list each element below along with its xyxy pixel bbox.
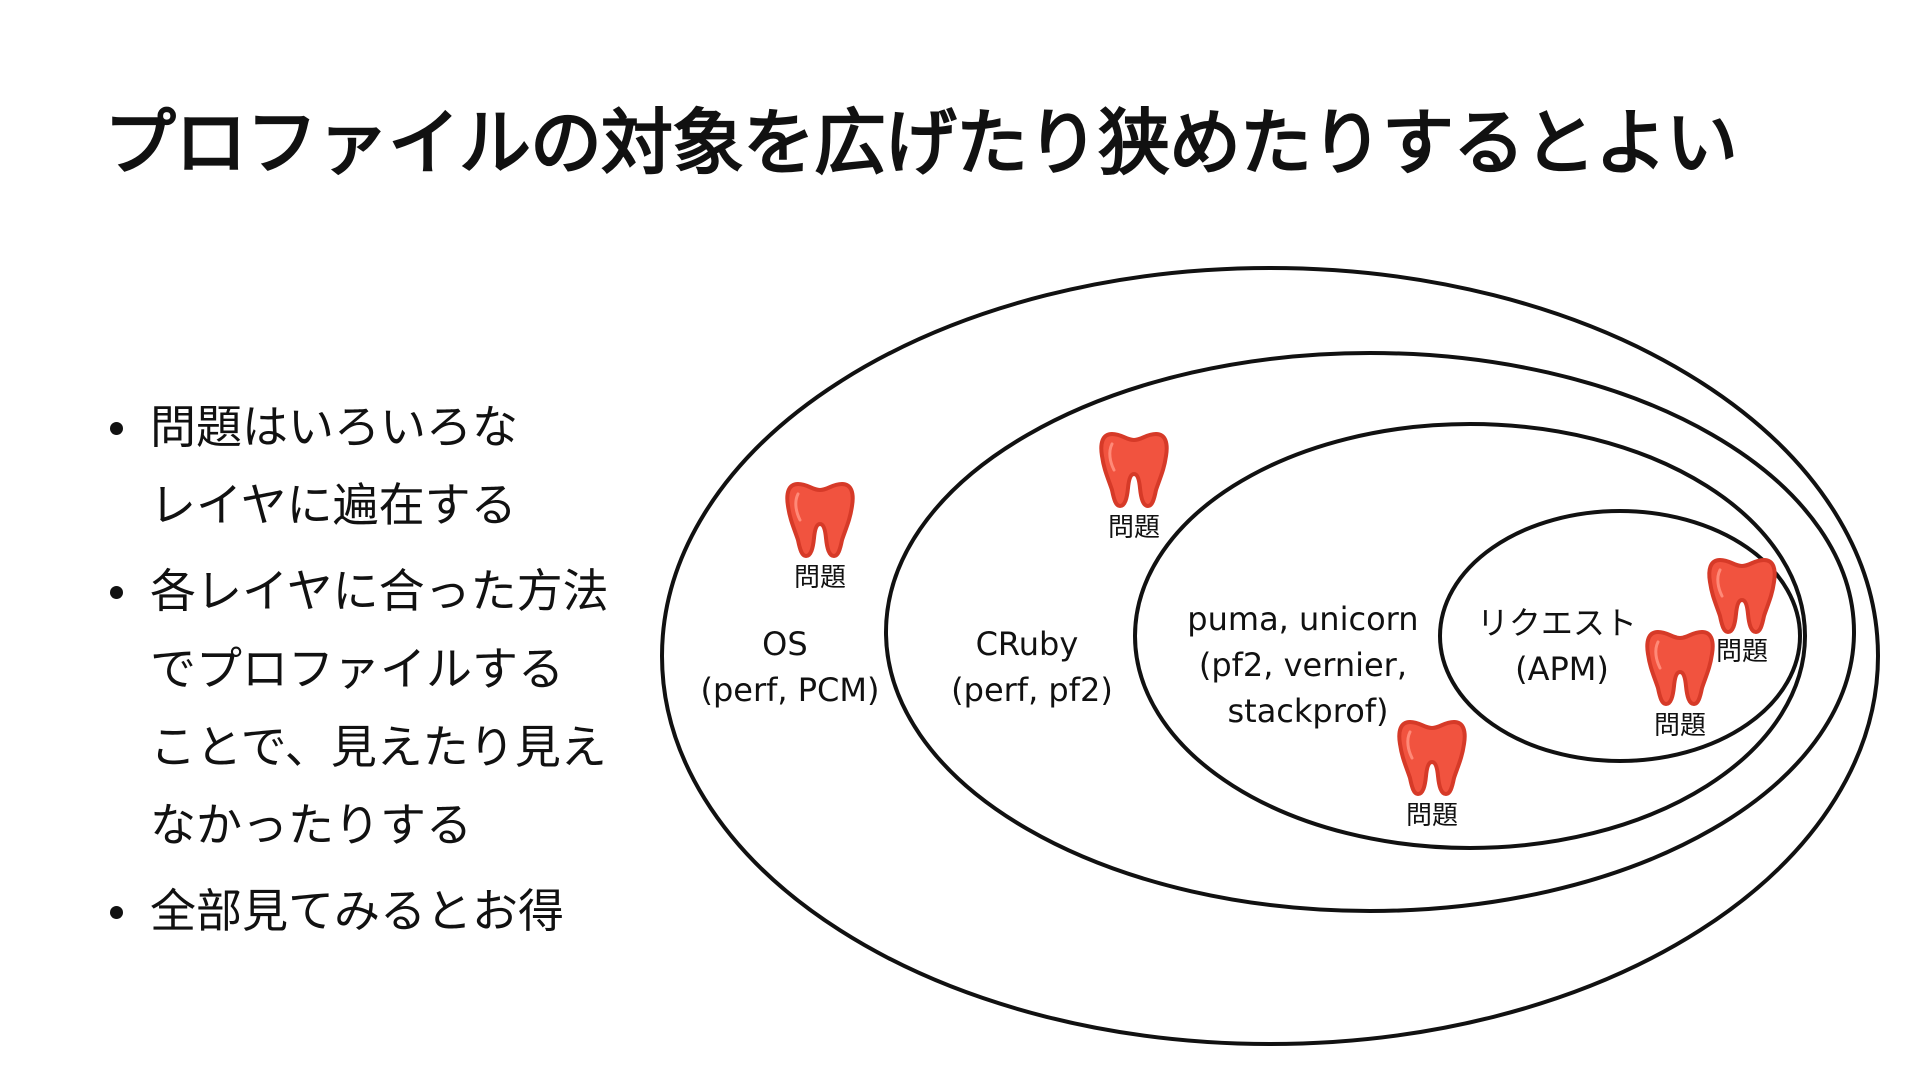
problem-marker: 問題	[1645, 630, 1715, 741]
problem-marker: 問題	[1397, 720, 1467, 831]
tooth-icon	[1099, 432, 1169, 508]
layer-label-os: OS (perf, PCM)	[701, 625, 880, 709]
bullet-line: 各レイヤに合った方法	[150, 564, 609, 618]
bullet-item: 各レイヤに合った方法 でプロファイルする ことで、見えたり見え なかったりする	[110, 552, 670, 864]
layer-label-line: リクエスト	[1477, 604, 1637, 642]
layer-label-line: (APM)	[1515, 650, 1609, 688]
bullet-list: 問題はいろいろな レイヤに遍在する 各レイヤに合った方法 でプロファイルする こ…	[110, 388, 670, 958]
bullet-item: 問題はいろいろな レイヤに遍在する	[110, 388, 670, 544]
layer-label-line: (perf, pf2)	[951, 671, 1113, 709]
layer-ellipse-cruby	[884, 351, 1856, 913]
problem-label: 問題	[794, 563, 846, 593]
bullet-line: 問題はいろいろな	[150, 400, 518, 454]
layer-label-server: puma, unicorn (pf2, vernier, stackprof)	[1187, 600, 1428, 730]
tooth-icon	[1707, 558, 1777, 634]
layer-label-line: (pf2, vernier,	[1199, 646, 1407, 684]
layer-label-cruby: CRuby (perf, pf2)	[951, 625, 1113, 709]
tooth-icon	[1645, 630, 1715, 706]
tooth-icon	[1397, 720, 1467, 796]
tooth-icon	[785, 482, 855, 558]
slide-title: プロファイルの対象を広げたり狭めたりするとよい	[104, 101, 1738, 185]
bullet-line: でプロファイルする	[150, 642, 564, 696]
layer-label-line: (perf, PCM)	[701, 671, 880, 709]
layer-label-line: stackprof)	[1227, 692, 1388, 730]
bullet-line: レイヤに遍在する	[150, 478, 517, 532]
bullet-line: 全部見てみるとお得	[150, 884, 564, 938]
layer-ellipse-request	[1438, 509, 1802, 763]
layer-ellipse-server	[1133, 422, 1807, 850]
layer-label-line: puma, unicorn	[1187, 600, 1418, 638]
problem-label: 問題	[1716, 637, 1768, 667]
bullet-line: ことで、見えたり見え	[150, 720, 607, 774]
bullet-item: 全部見てみるとお得	[110, 872, 670, 950]
problem-marker: 問題	[785, 482, 855, 593]
layer-label-request: リクエスト (APM)	[1477, 604, 1647, 688]
layer-ellipse-os	[660, 266, 1880, 1046]
problem-marker: 問題	[1099, 432, 1169, 543]
bullet-line: なかったりする	[150, 798, 472, 852]
problem-label: 問題	[1406, 801, 1458, 831]
problem-label: 問題	[1654, 711, 1706, 741]
layer-label-line: CRuby	[976, 625, 1079, 663]
layer-label-line: OS	[762, 625, 808, 663]
problem-label: 問題	[1108, 513, 1160, 543]
problem-marker: 問題	[1707, 558, 1777, 667]
